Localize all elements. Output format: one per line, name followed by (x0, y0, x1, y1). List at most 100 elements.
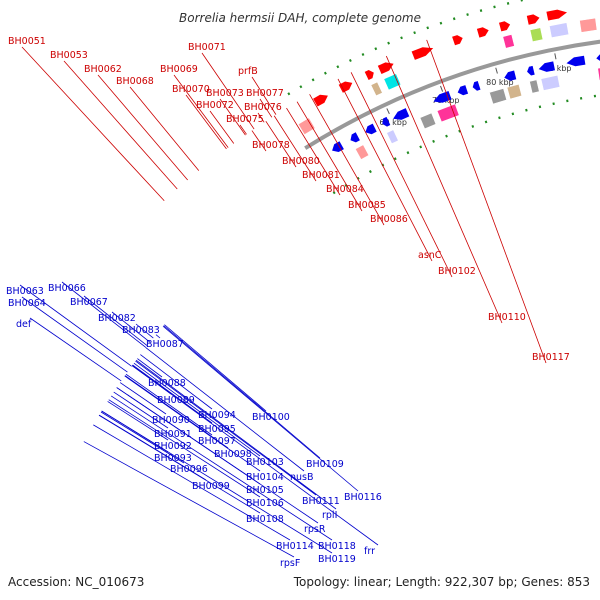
gene-block (548, 22, 570, 39)
label-leader-line (63, 60, 178, 190)
reverse-gene-label: nusB (290, 472, 314, 483)
gene-block (354, 144, 370, 160)
forward-gene-label: BH0081 (302, 170, 340, 181)
forward-gene-label: BH0075 (226, 114, 264, 125)
label-leader-line (426, 39, 547, 364)
reverse-gene-arrow (393, 108, 410, 120)
gene-block (579, 17, 598, 33)
forward-gene-label: BH0102 (438, 266, 476, 277)
forward-gene-arrow (452, 35, 463, 46)
reverse-gene-label: BH0103 (246, 457, 284, 468)
gene-labels: BH0051BH0053BH0062BH0068BH0071BH0069BH00… (6, 36, 570, 569)
reverse-gene-label: BH0095 (198, 424, 236, 435)
reverse-gene-label: BH0100 (252, 412, 290, 423)
reverse-gene-label: BH0067 (70, 297, 108, 308)
reverse-gene-label: BH0116 (344, 492, 382, 503)
reverse-gene-arrow (472, 81, 481, 91)
gene-block (529, 27, 544, 43)
scale-tick-label: 60 kbp (379, 118, 407, 127)
label-leader-line (286, 107, 341, 196)
forward-gene-arrow (546, 9, 567, 21)
label-leader-line (129, 86, 200, 171)
reverse-gene-label: BH0082 (98, 313, 136, 324)
reverse-gene-label: BH0104 (246, 472, 284, 483)
scale-tick (440, 85, 444, 92)
label-leader-line (265, 120, 297, 168)
forward-gene-label: BH0076 (244, 102, 282, 113)
label-leader-line (113, 391, 169, 429)
label-leader-line (201, 52, 255, 130)
label-leader-line (219, 98, 246, 136)
reverse-gene-label: BH0091 (154, 429, 192, 440)
reverse-gene-arrow (365, 123, 377, 135)
label-leader-line (133, 362, 261, 457)
reverse-gene-label: rpsR (304, 524, 326, 535)
reverse-gene-label: frr (364, 546, 375, 557)
forward-gene-arrow (411, 47, 434, 60)
reverse-gene-label: BH0105 (246, 485, 284, 496)
reverse-gene-arrow (504, 70, 517, 81)
reverse-gene-label: BH0106 (246, 498, 284, 509)
forward-gene-label: BH0110 (488, 312, 526, 323)
label-leader-line (164, 324, 267, 412)
label-leader-line (100, 411, 185, 464)
forward-gene-arrow (526, 14, 540, 25)
reverse-gene-arrow (457, 85, 469, 96)
label-leader-line (251, 76, 277, 115)
reverse-gene-label: BH0099 (192, 481, 230, 492)
reverse-gene-label: BH0118 (318, 541, 356, 552)
label-leader-line (108, 399, 261, 498)
map-title: Borrelia hermsii DAH, complete genome (179, 11, 421, 25)
label-leader-line (296, 101, 363, 212)
reverse-gene-arrow (332, 141, 344, 152)
forward-gene-label: BH0078 (252, 140, 290, 151)
gene-block (419, 112, 437, 130)
label-leader-line (107, 401, 169, 441)
forward-gene-label: BH0051 (8, 36, 46, 47)
genome-backbone (304, 39, 600, 150)
label-leader-line (93, 424, 291, 541)
label-leader-line (119, 382, 167, 415)
forward-gene-label: BH0070 (172, 84, 210, 95)
forward-gene-label: prfB (238, 66, 258, 77)
reverse-gene-label: rpsF (280, 558, 300, 569)
label-leader-line (385, 55, 503, 324)
label-leader-line (185, 94, 227, 150)
label-leader-line (137, 358, 163, 378)
gene-block (370, 81, 383, 97)
forward-gene-label: asnC (418, 250, 442, 261)
forward-gene-label: BH0085 (348, 200, 386, 211)
forward-gene-label: BH0072 (196, 100, 234, 111)
forward-gene-label: BH0080 (282, 156, 320, 167)
label-leader-line (98, 414, 261, 514)
gene-block (297, 117, 316, 136)
label-leader-line (124, 375, 261, 472)
accession-text: Accession: NC_010673 (8, 575, 144, 589)
label-leader-line (135, 323, 154, 339)
forward-gene-arrow (499, 21, 511, 32)
label-leader-line (239, 124, 247, 135)
label-leader-line (116, 387, 319, 524)
label-leader-line (140, 354, 213, 410)
label-leader-line (21, 46, 165, 202)
reverse-gene-label: rplI (322, 510, 337, 521)
scale-tick-label: 90 kbp (544, 64, 572, 73)
outer-dotted-track (287, 0, 529, 96)
scale-tick (386, 108, 390, 115)
reverse-gene-label: BH0098 (214, 449, 252, 460)
forward-gene-label: BH0073 (206, 88, 244, 99)
topology-text: Topology: linear; Length: 922,307 bp; Ge… (293, 575, 590, 589)
scale-tick-label: 80 kbp (486, 78, 514, 87)
reverse-gene-label: BH0108 (246, 514, 284, 525)
label-leader-line (273, 115, 317, 182)
gene-block (386, 129, 399, 145)
label-leader-line (111, 311, 151, 343)
forward-gene-arrow (364, 70, 374, 80)
label-leader-line (251, 130, 267, 152)
reverse-gene-label: BH0097 (198, 436, 236, 447)
gene-block (502, 34, 515, 49)
label-leader-line (19, 284, 132, 367)
reverse-gene-arrow (527, 65, 535, 76)
gene-block (597, 67, 600, 81)
reverse-gene-arrow (350, 132, 360, 143)
